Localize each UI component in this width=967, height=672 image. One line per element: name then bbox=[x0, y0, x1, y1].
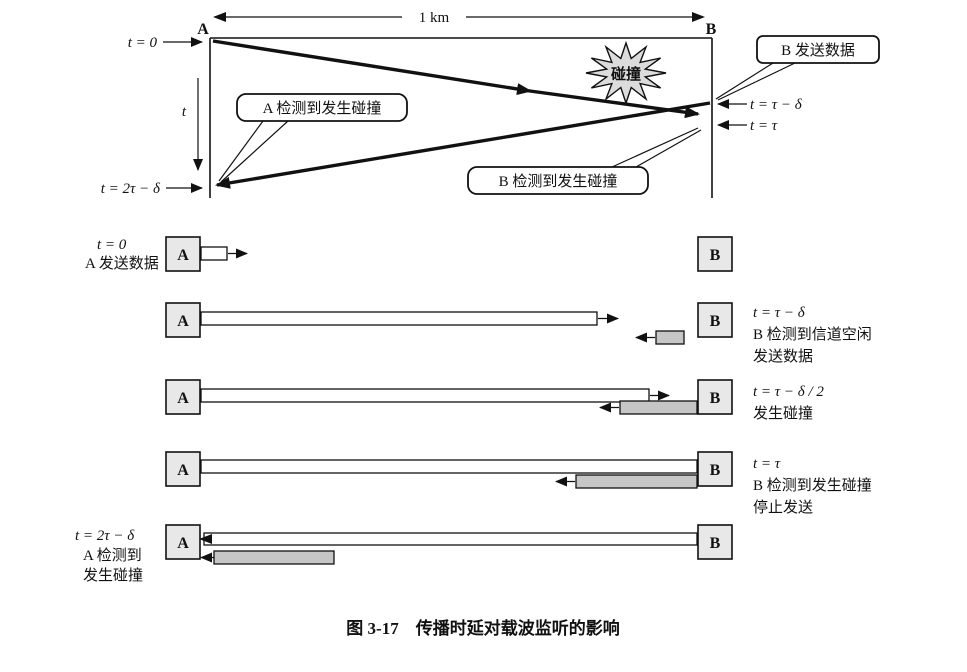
callout-b-detects-tail-2 bbox=[635, 129, 702, 168]
row3-node-a-label: A bbox=[177, 390, 189, 407]
callout-b-detects-tail-1 bbox=[611, 127, 699, 168]
distance-arrow-right-icon bbox=[692, 12, 705, 22]
row4-node-b-label: B bbox=[710, 462, 721, 479]
row5-left-line1: t = 2τ − δ bbox=[75, 528, 135, 544]
row5-frame-arrival-arrow-icon bbox=[199, 534, 212, 544]
label-t-tau-delta: t = τ − δ bbox=[750, 97, 803, 113]
row3-node-b-label: B bbox=[710, 390, 721, 407]
callout-b-detects-label: B 检测到发生碰撞 bbox=[499, 172, 618, 190]
row1-node-b-box bbox=[697, 236, 733, 272]
distance-arrow-left-icon bbox=[213, 12, 226, 22]
row5-left-line2: A 检测到 bbox=[83, 547, 142, 564]
row5-node-a-box bbox=[165, 524, 201, 560]
row3-node-b-box bbox=[697, 379, 733, 415]
top-node-b-label: B bbox=[706, 21, 717, 38]
distance-label: 1 km bbox=[419, 10, 450, 26]
distance-label-gap bbox=[402, 7, 466, 26]
row1-left-line2: A 发送数据 bbox=[85, 255, 159, 272]
row2-right-line2: B 检测到信道空闲 bbox=[753, 326, 872, 343]
row2-node-a-box bbox=[165, 302, 201, 338]
row2-node-a-label: A bbox=[177, 313, 189, 330]
row3-node-a-box bbox=[165, 379, 201, 415]
callout-a-detects-label: A 检测到发生碰撞 bbox=[263, 99, 382, 117]
collision-burst-label: 碰撞 bbox=[611, 65, 641, 83]
row4-right-line2: B 检测到发生碰撞 bbox=[753, 476, 872, 494]
row2-right-line1: t = τ − δ bbox=[753, 305, 806, 321]
row1-frame-a bbox=[200, 246, 228, 261]
callout-a-detects-tail-2 bbox=[220, 120, 289, 183]
row5-frame-a bbox=[203, 532, 698, 546]
row4-frame-a bbox=[200, 459, 698, 474]
row4-node-a-label: A bbox=[177, 462, 189, 479]
row4-right-line1: t = τ bbox=[753, 456, 781, 472]
row4-frame-b bbox=[575, 474, 698, 489]
row2-node-b-box bbox=[697, 302, 733, 338]
label-t-axis: t bbox=[182, 104, 187, 120]
row5-left-line3: 发生碰撞 bbox=[83, 566, 143, 584]
row1-node-a-box bbox=[165, 236, 201, 272]
callout-a-detects-tail-1 bbox=[218, 120, 264, 182]
row5-node-a-label: A bbox=[177, 535, 189, 552]
row5-node-b-box bbox=[697, 524, 733, 560]
row4-node-a-box bbox=[165, 451, 201, 487]
signal-a-to-b-line bbox=[212, 39, 700, 119]
row5-frame-b bbox=[213, 550, 335, 565]
figure-caption: 图 3-17 传播时延对载波监听的影响 bbox=[346, 618, 619, 638]
row4-node-b-box bbox=[697, 451, 733, 487]
row2-frame-b bbox=[655, 330, 685, 345]
signal-b-to-a-line bbox=[215, 101, 711, 189]
label-t-tau: t = τ bbox=[750, 118, 778, 134]
callout-b-sends-box bbox=[756, 35, 880, 64]
row3-frame-b bbox=[619, 400, 698, 415]
label-t-2tau-delta: t = 2τ − δ bbox=[101, 181, 161, 197]
callout-a-detects-box bbox=[236, 93, 408, 122]
row1-node-a-label: A bbox=[177, 247, 189, 264]
row3-right-line2: 发生碰撞 bbox=[753, 404, 813, 422]
row2-right-line3: 发送数据 bbox=[753, 348, 813, 365]
row3-right-line1: t = τ − δ / 2 bbox=[753, 384, 824, 400]
row1-left-line1: t = 0 bbox=[97, 237, 127, 253]
row1-node-b-label: B bbox=[710, 247, 721, 264]
row3-frame-a bbox=[200, 388, 650, 403]
row5-node-b-label: B bbox=[710, 535, 721, 552]
top-node-a-label: A bbox=[197, 21, 209, 38]
row2-node-b-label: B bbox=[710, 313, 721, 330]
callout-b-sends-tail-2 bbox=[717, 62, 796, 101]
callout-b-sends-label: B 发送数据 bbox=[781, 42, 855, 59]
row2-frame-a bbox=[200, 311, 598, 326]
callout-b-sends-tail-1 bbox=[715, 62, 774, 100]
callout-b-detects-box bbox=[467, 166, 649, 195]
row4-right-line3: 停止发送 bbox=[753, 499, 813, 516]
label-t0: t = 0 bbox=[128, 35, 158, 51]
